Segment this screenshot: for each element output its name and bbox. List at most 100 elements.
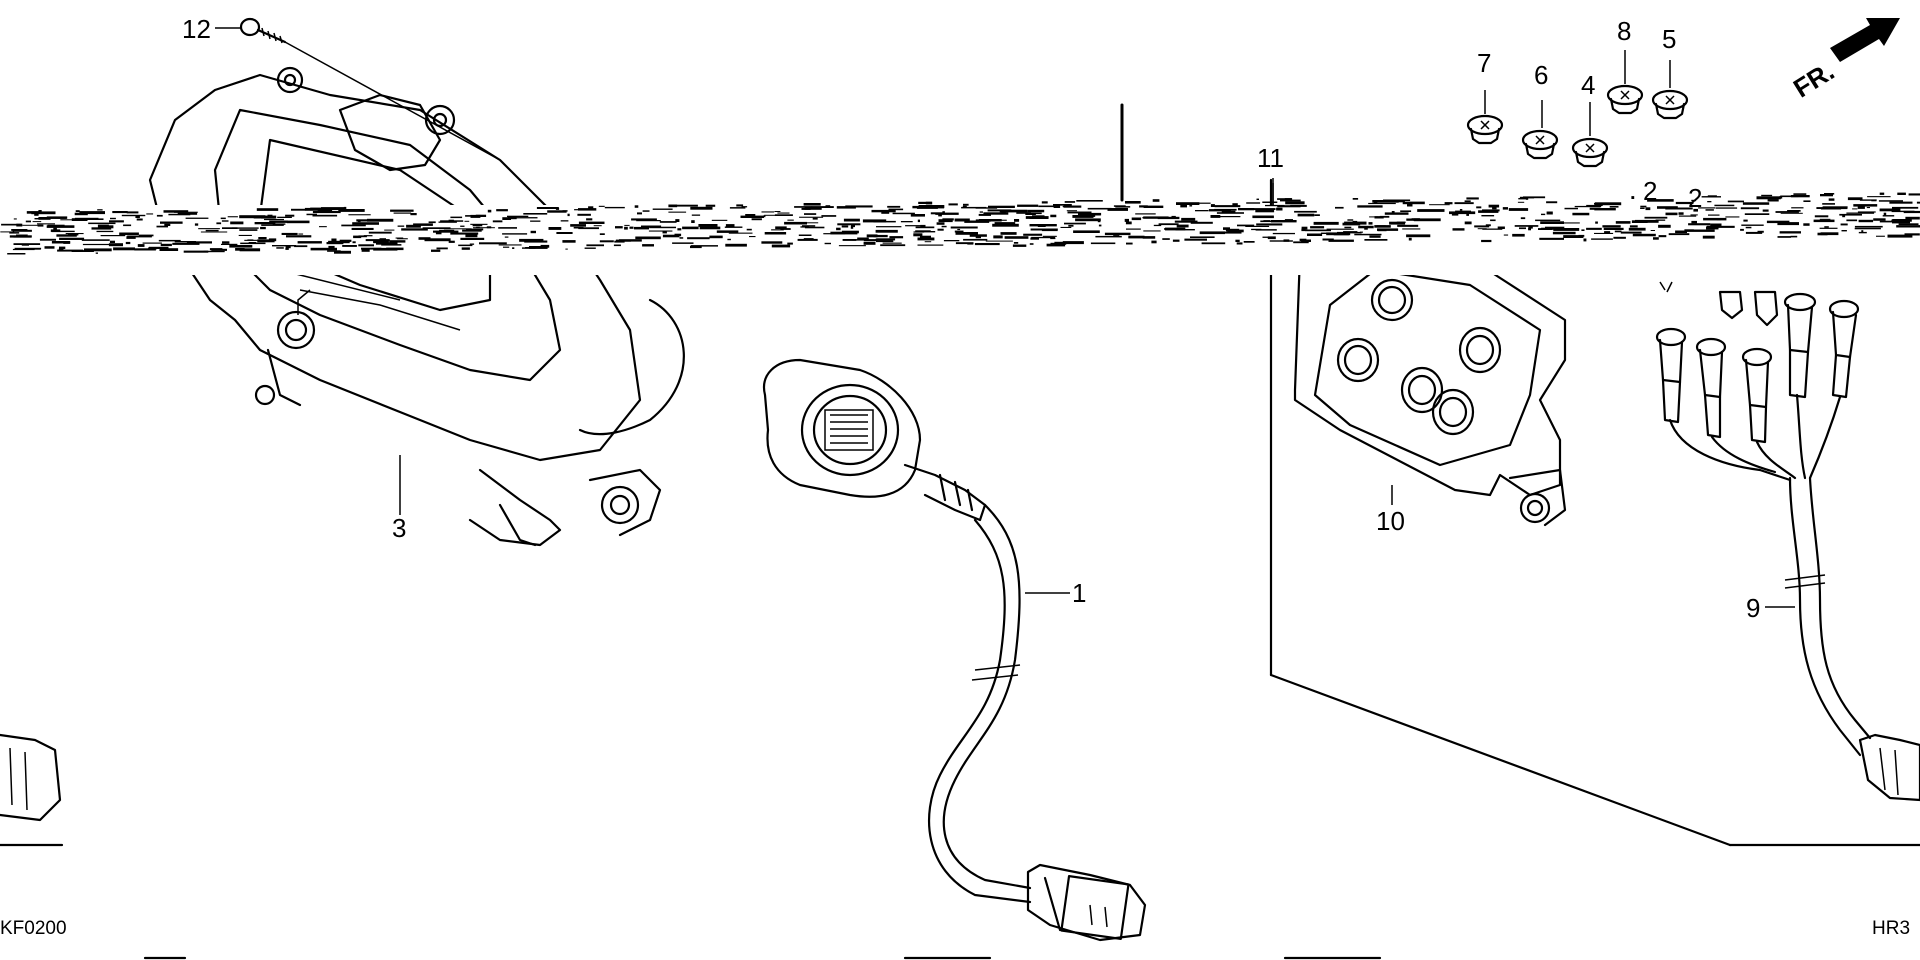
noise-dash bbox=[1873, 218, 1886, 221]
noise-dash bbox=[164, 223, 171, 226]
noise-dash bbox=[988, 219, 1007, 221]
noise-dash bbox=[1153, 224, 1162, 227]
noise-dash bbox=[716, 230, 739, 233]
noise-dash bbox=[277, 216, 292, 218]
noise-dash bbox=[1402, 228, 1421, 230]
noise-dash bbox=[1063, 205, 1082, 208]
noise-dash bbox=[460, 225, 465, 227]
noise-dash bbox=[1053, 205, 1061, 208]
noise-dash bbox=[1528, 226, 1533, 229]
noise-dash bbox=[221, 220, 229, 222]
noise-dash bbox=[682, 226, 699, 230]
noise-dash bbox=[588, 206, 594, 209]
noise-dash bbox=[1777, 222, 1799, 226]
noise-dash bbox=[1545, 226, 1565, 229]
noise-dash bbox=[574, 209, 596, 211]
noise-dash bbox=[988, 205, 1015, 208]
noise-dash bbox=[875, 229, 898, 233]
noise-dash bbox=[913, 231, 925, 233]
noise-dash bbox=[1742, 202, 1770, 205]
noise-dash bbox=[285, 246, 291, 249]
noise-dash bbox=[1803, 223, 1810, 226]
noise-dash bbox=[761, 211, 775, 213]
noise-dash bbox=[1128, 235, 1145, 239]
noise-dash bbox=[1454, 202, 1474, 205]
noise-dash bbox=[1068, 224, 1074, 227]
noise-dash bbox=[1791, 207, 1804, 209]
noise-dash bbox=[1790, 235, 1798, 238]
noise-dash bbox=[662, 234, 680, 238]
noise-dash bbox=[1813, 219, 1835, 223]
noise-dash bbox=[160, 243, 172, 247]
noise-dash bbox=[264, 218, 284, 221]
noise-dash bbox=[1824, 193, 1835, 195]
noise-dash bbox=[216, 222, 222, 225]
noise-dash bbox=[1541, 227, 1564, 230]
noise-dash bbox=[1359, 231, 1363, 233]
noise-dash bbox=[239, 229, 258, 231]
noise-dash bbox=[433, 230, 459, 233]
noise-dash bbox=[294, 245, 308, 248]
noise-dash bbox=[780, 228, 791, 230]
noise-dash bbox=[1354, 233, 1382, 236]
noise-dash bbox=[1107, 208, 1128, 211]
noise-dash bbox=[530, 230, 536, 234]
noise-dash bbox=[1406, 218, 1415, 221]
noise-dash bbox=[1245, 225, 1270, 227]
noise-dash bbox=[1444, 202, 1453, 205]
noise-dash bbox=[381, 244, 402, 246]
noise-dash bbox=[1842, 215, 1846, 218]
noise-dash bbox=[496, 209, 508, 212]
noise-dash bbox=[79, 211, 105, 215]
noise-dash bbox=[1305, 229, 1331, 232]
noise-dash bbox=[784, 221, 807, 225]
noise-dash bbox=[1857, 211, 1876, 213]
noise-dash bbox=[1260, 220, 1286, 223]
noise-dash bbox=[672, 242, 694, 244]
noise-dash bbox=[240, 242, 266, 245]
noise-dash bbox=[1628, 227, 1646, 231]
noise-dash bbox=[1143, 205, 1164, 208]
noise-dash bbox=[1841, 230, 1847, 232]
noise-dash bbox=[954, 230, 964, 233]
noise-dash bbox=[804, 207, 822, 210]
noise-dash bbox=[1251, 228, 1262, 231]
noise-dash bbox=[614, 240, 625, 243]
noise-dash bbox=[1310, 226, 1325, 229]
noise-dash bbox=[1710, 223, 1722, 226]
noise-dash bbox=[1050, 242, 1067, 245]
socket-plate bbox=[1293, 243, 1567, 527]
noise-dash bbox=[1053, 204, 1072, 206]
noise-dash bbox=[1379, 215, 1390, 218]
noise-dash bbox=[1076, 200, 1103, 202]
drawing-code-left: KF0200 bbox=[0, 918, 67, 939]
noise-dash bbox=[461, 247, 470, 250]
noise-dash bbox=[1897, 192, 1906, 195]
noise-dash bbox=[1727, 200, 1744, 203]
noise-dash bbox=[448, 240, 455, 243]
noise-dash bbox=[1675, 201, 1694, 205]
noise-dash bbox=[1476, 206, 1482, 209]
noise-dash bbox=[1181, 217, 1196, 221]
noise-dash bbox=[598, 205, 605, 207]
noise-dash bbox=[368, 231, 392, 234]
noise-dash bbox=[556, 232, 573, 234]
noise-dash bbox=[1385, 199, 1405, 203]
noise-dash bbox=[14, 247, 42, 250]
noise-dash bbox=[1876, 235, 1885, 237]
noise-dash bbox=[1466, 213, 1469, 216]
noise-dash bbox=[777, 212, 790, 214]
callout-3: 3 bbox=[392, 513, 407, 543]
noise-dash bbox=[910, 214, 925, 217]
noise-dash bbox=[393, 212, 412, 214]
noise-dash bbox=[1389, 221, 1406, 225]
noise-dash bbox=[384, 229, 395, 231]
noise-dash bbox=[803, 203, 821, 206]
noise-dash bbox=[281, 232, 298, 235]
noise-dash bbox=[1645, 207, 1651, 211]
noise-dash bbox=[479, 242, 507, 245]
noise-dash bbox=[1062, 241, 1084, 245]
noise-dash bbox=[1184, 238, 1207, 241]
noise-dash bbox=[13, 243, 41, 245]
noise-dash bbox=[435, 232, 442, 235]
